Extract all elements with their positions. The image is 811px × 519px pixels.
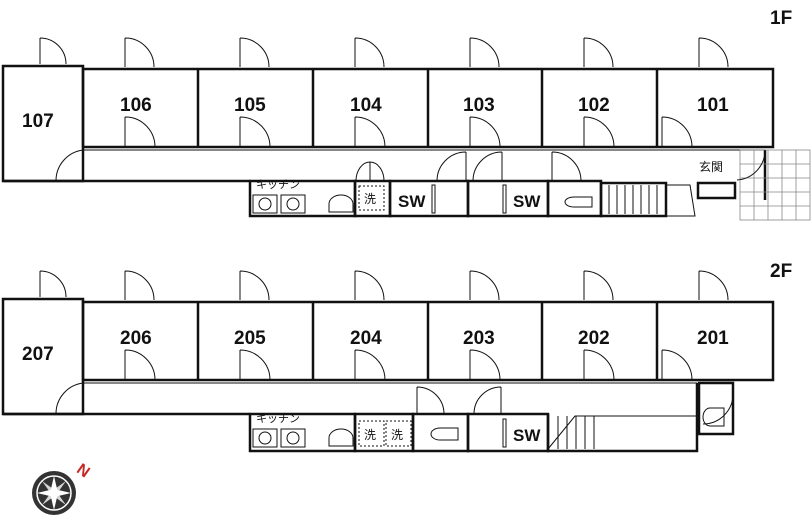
wash-label-2f-b: 洗 [391,428,403,442]
toilet-1f [546,179,603,218]
washbasin-icon [328,428,354,447]
entrance-step [696,181,737,200]
room-label: 201 [697,328,729,349]
room-label: 104 [350,95,382,116]
toilet-2f-b [697,381,735,436]
sw-label-1f-a: SW [398,192,426,211]
sw-label-1f-b: SW [513,192,541,211]
compass-icon: N [32,461,93,515]
stove-icon [252,428,278,448]
sink-icon [280,194,306,214]
floor-label-2f: 2F [770,261,792,282]
room-label: 205 [234,328,266,349]
room-label: 103 [463,95,495,116]
stove-icon [252,194,278,214]
room-label: 106 [120,95,152,116]
toilet-2f-a [411,412,470,453]
washbasin-icon [328,194,354,213]
room-label: 107 [22,111,54,132]
toilet-icon [430,427,459,441]
room-label: 204 [350,328,382,349]
room-label: 206 [120,328,152,349]
room-label: 101 [697,95,729,116]
compass-north-label: N [73,461,92,482]
floor-1: 1F [1,8,811,221]
washer-icon [358,185,385,211]
kitchen-label-2f: キッチン [256,412,300,425]
washer-icon [385,420,412,447]
sink-icon [280,428,306,448]
room-label: 203 [463,328,495,349]
closet-rod-icon [431,184,436,214]
closet-rod-icon [502,418,507,448]
entrance-tile-grid [739,149,811,221]
toilet-icon [702,407,725,427]
kitchen-label-1f: キッチン [256,178,300,191]
wash-label-2f-a: 洗 [364,428,376,442]
room-label: 105 [234,95,266,116]
room-label: 202 [578,328,610,349]
room-label: 102 [578,95,610,116]
floor-2: 2F [1,261,792,453]
sw-label-2f: SW [513,426,541,445]
room-label: 207 [22,344,54,365]
wash-label-1f: 洗 [364,192,376,206]
stairs-1f [599,181,668,218]
toilet-icon [564,196,593,208]
entrance-label: 玄関 [699,159,723,174]
washer-icon [358,420,385,447]
closet-rod-icon [502,184,507,214]
floor-label-1f: 1F [770,8,792,29]
